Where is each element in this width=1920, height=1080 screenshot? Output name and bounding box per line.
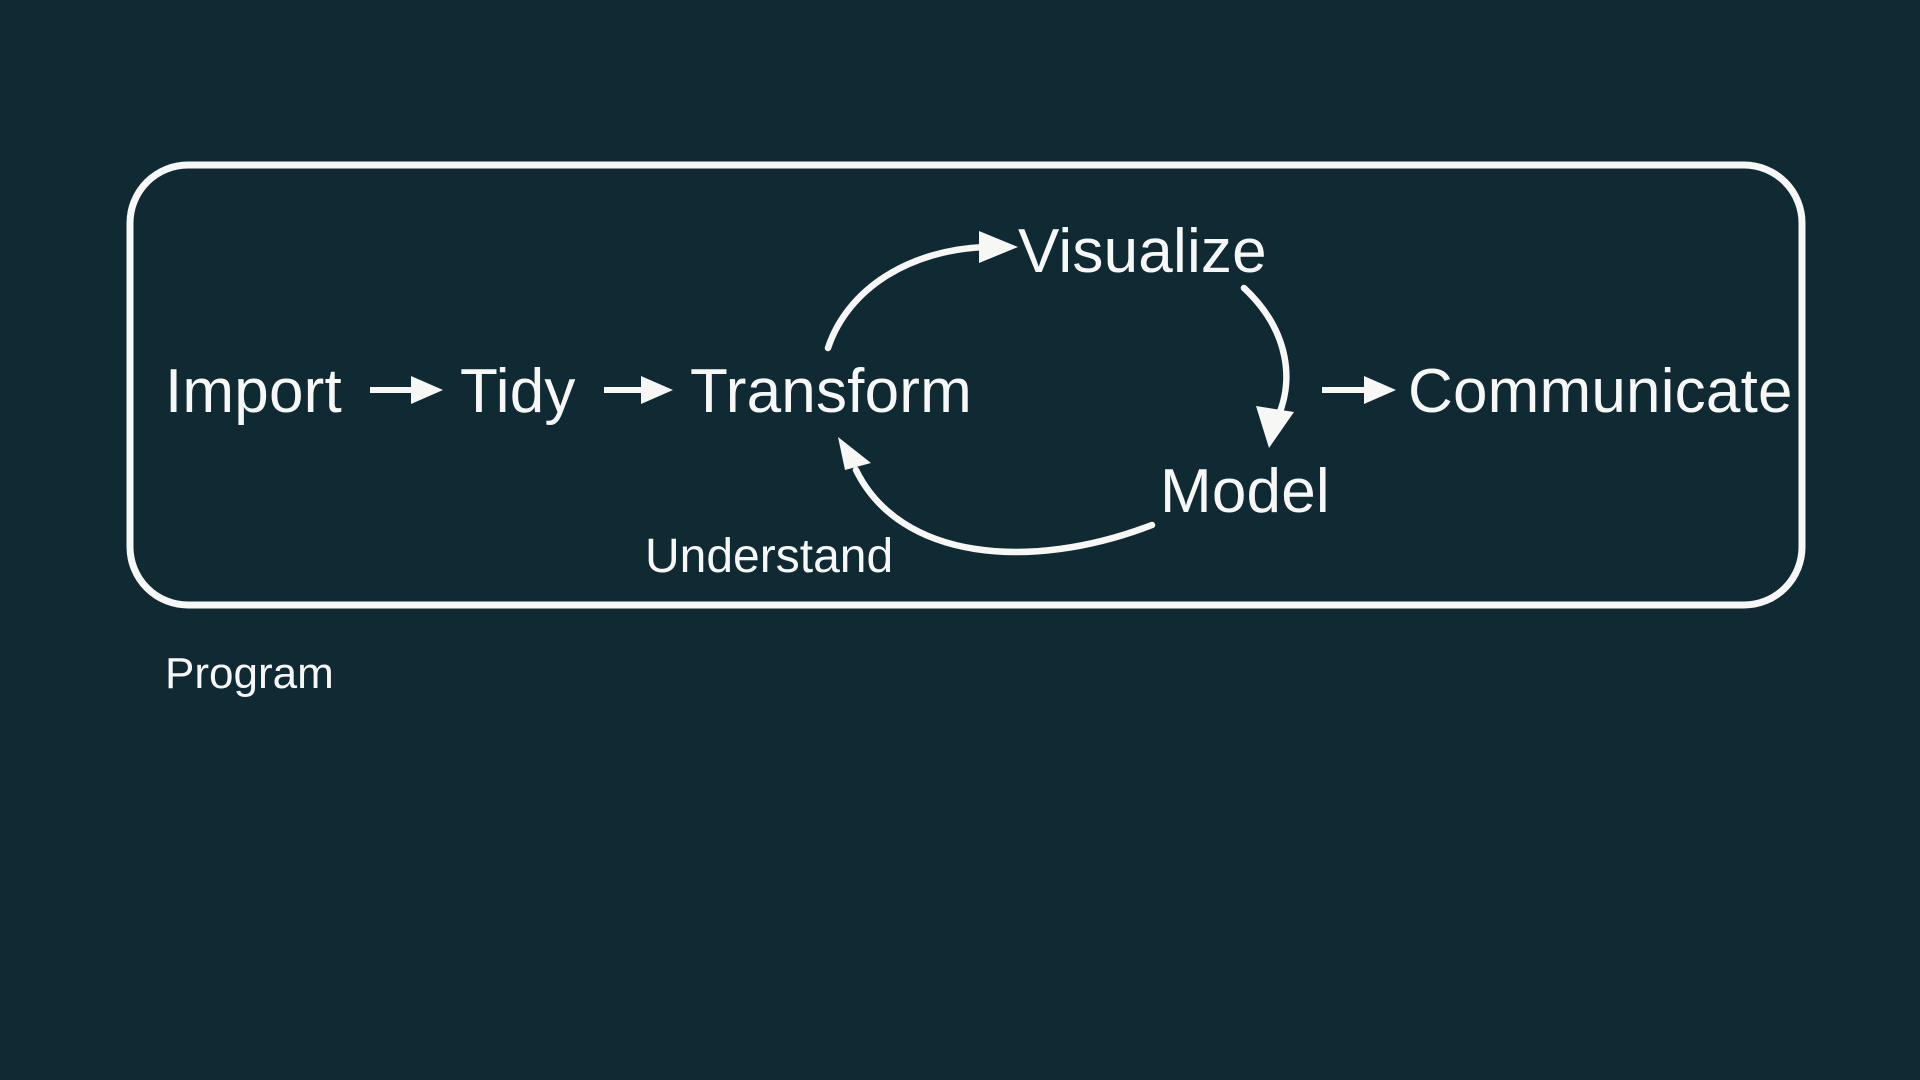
arrow-import-to-tidy: [370, 376, 443, 404]
node-model[interactable]: Model: [1160, 457, 1330, 526]
node-transform[interactable]: Transform: [690, 357, 972, 426]
program-container-box: [126, 161, 1806, 609]
node-tidy[interactable]: Tidy: [460, 357, 576, 426]
arrow-transform-to-visualize: [824, 231, 1018, 352]
arrow-tidy-to-transform: [604, 376, 673, 404]
node-import[interactable]: Import: [165, 357, 342, 426]
arrow-to-communicate: [1322, 376, 1396, 404]
arrow-visualize-to-model: [1240, 284, 1294, 448]
node-visualize[interactable]: Visualize: [1018, 217, 1267, 286]
container-label-program: Program: [165, 649, 334, 698]
cycle-label-understand: Understand: [645, 530, 893, 583]
arrow-model-to-transform: [838, 437, 1156, 556]
node-communicate[interactable]: Communicate: [1408, 357, 1793, 426]
